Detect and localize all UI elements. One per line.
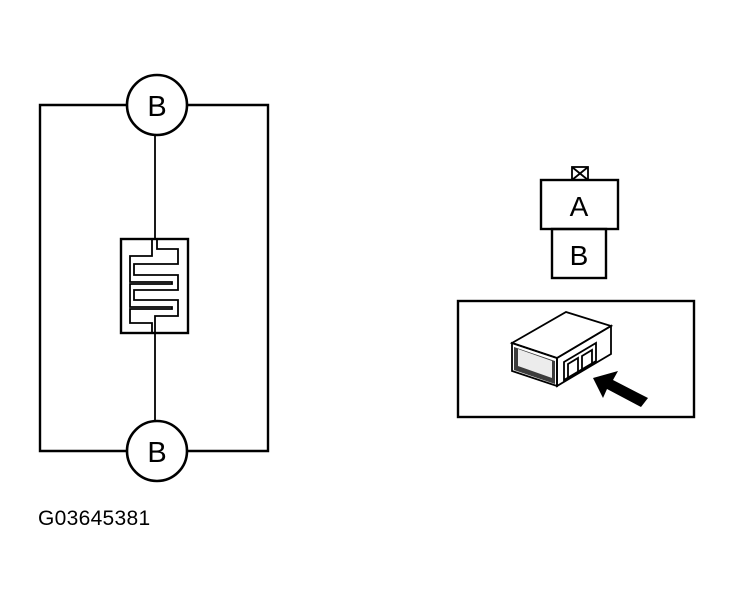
connector-location-inset xyxy=(456,299,696,419)
figure-code: G03645381 xyxy=(38,507,151,530)
circuit-loop xyxy=(38,103,270,453)
heating-element xyxy=(119,237,190,335)
connector-label-b: B xyxy=(570,240,589,271)
connector-face: A B xyxy=(539,166,620,280)
terminal-bottom-b: B xyxy=(125,419,189,483)
arrow-icon xyxy=(593,371,648,407)
terminal-top-label: B xyxy=(147,91,166,123)
terminal-bottom-label: B xyxy=(147,437,166,469)
terminal-top-b: B xyxy=(125,73,189,137)
connector-pin-b xyxy=(550,227,608,280)
plug-icon xyxy=(563,341,597,382)
connector-label-a: A xyxy=(570,191,589,222)
